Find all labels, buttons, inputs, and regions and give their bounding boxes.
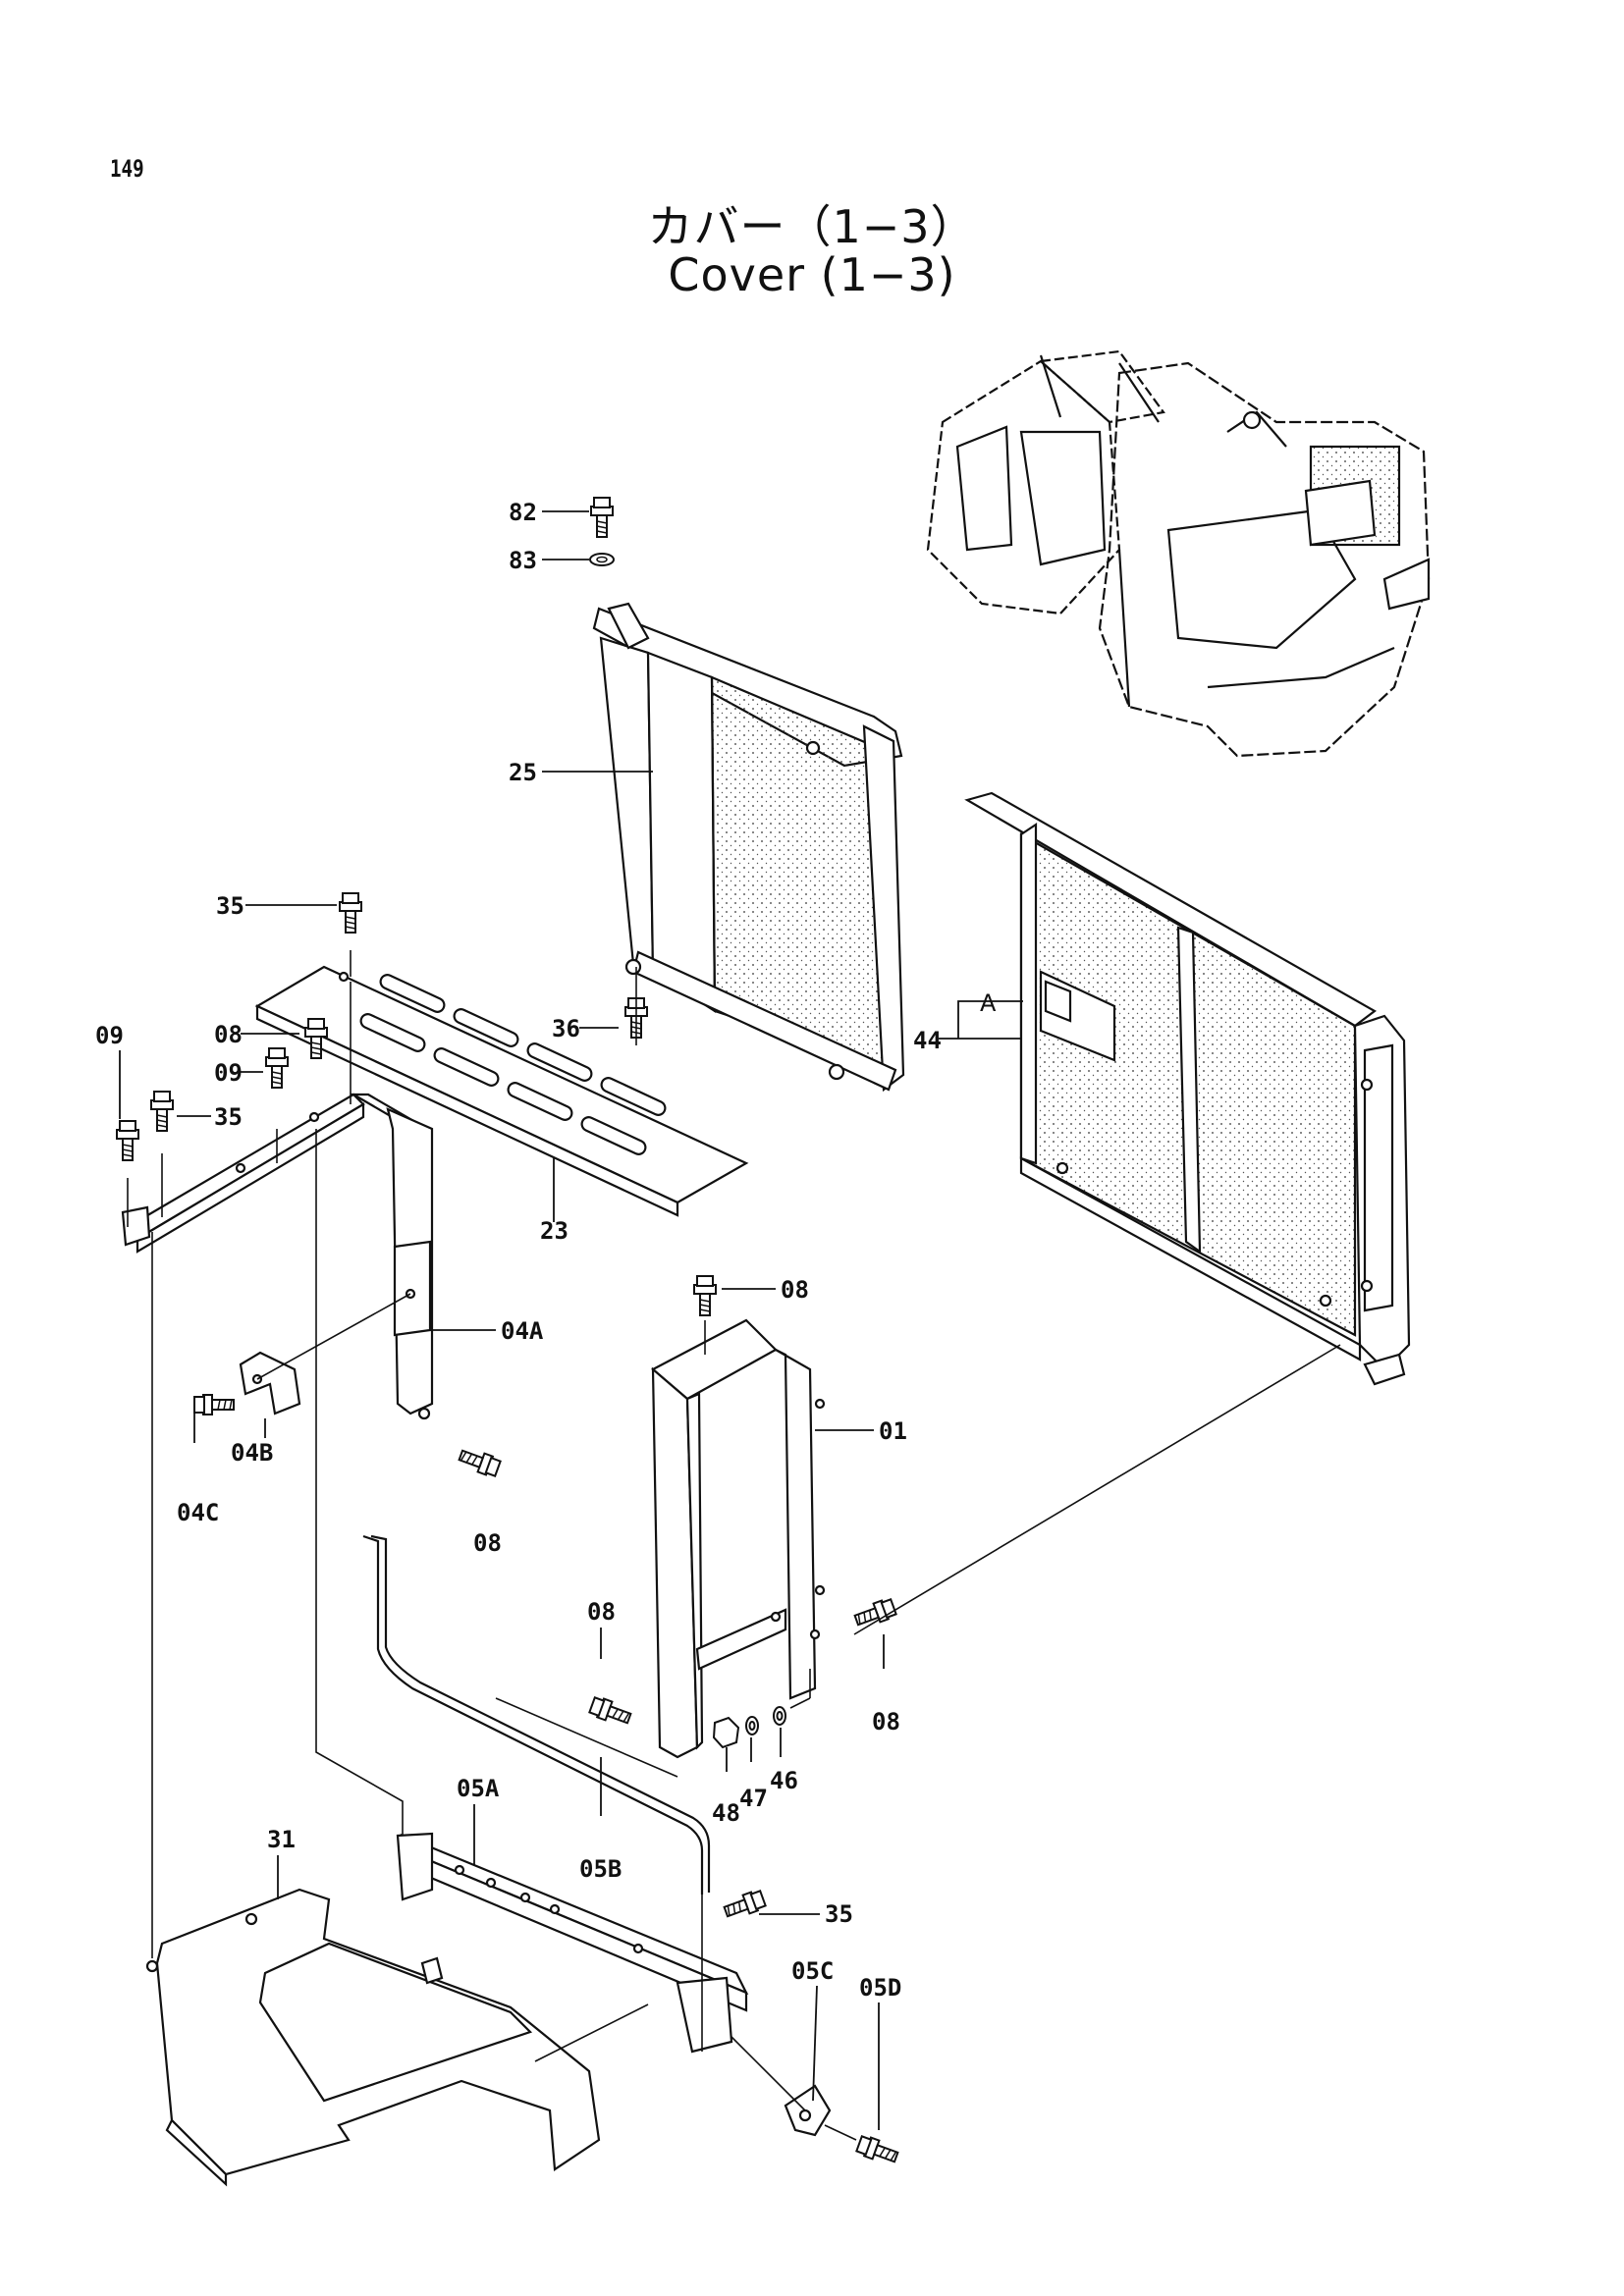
callout-04a: 04A	[501, 1317, 544, 1345]
callout-35: 35	[214, 1103, 243, 1131]
callout-08: 08	[214, 1021, 243, 1048]
callout-44: 44	[913, 1027, 942, 1054]
part-25-cover-frame	[592, 602, 905, 1093]
callout-08: 08	[587, 1598, 616, 1626]
leader-lines	[119, 510, 1023, 2130]
callout-labels: 82 83 25 35 36 A 44 09 08 09 35 23 08 04…	[95, 499, 997, 2002]
page-number: 149	[110, 155, 144, 183]
callout-05b: 05B	[579, 1855, 622, 1883]
assembly-lines	[127, 950, 1341, 2141]
callout-05c: 05C	[791, 1957, 834, 1985]
part-05c-bracket	[784, 2084, 832, 2137]
callout-09: 09	[95, 1022, 124, 1049]
callout-08: 08	[473, 1529, 502, 1557]
part-04a-left-bracket	[121, 1093, 434, 1420]
callout-46: 46	[770, 1767, 798, 1794]
callout-01: 01	[879, 1417, 907, 1445]
callout-08: 08	[872, 1708, 900, 1735]
callout-23: 23	[540, 1217, 568, 1245]
part-01-frame	[651, 1318, 826, 1759]
bolts	[116, 497, 901, 2167]
part-44-side-panel	[964, 791, 1411, 1386]
parts-46-47-48-hardware	[712, 1706, 786, 1749]
callout-04c: 04C	[177, 1499, 219, 1526]
part-31-tray	[145, 1888, 601, 2187]
title-english: Cover (1−3)	[668, 248, 956, 301]
callout-08: 08	[781, 1276, 809, 1304]
callout-04b: 04B	[231, 1439, 273, 1467]
part-05b-rod	[362, 1534, 711, 1895]
callout-47: 47	[739, 1785, 768, 1812]
callout-09: 09	[214, 1059, 243, 1087]
callout-83: 83	[509, 547, 537, 574]
callout-31: 31	[267, 1826, 296, 1853]
title-japanese: カバー（1−3）	[647, 200, 977, 253]
callout-36: 36	[552, 1015, 580, 1042]
callout-48: 48	[712, 1799, 740, 1827]
part-05a-crossbar	[396, 1832, 749, 2054]
part-23-slotted-plate	[254, 965, 749, 1217]
part-04b-small-bracket	[239, 1351, 301, 1415]
callout-35: 35	[825, 1900, 853, 1928]
callout-05a: 05A	[457, 1775, 500, 1802]
callout-05d: 05D	[859, 1974, 901, 2002]
callout-a: A	[980, 989, 997, 1017]
callout-25: 25	[509, 759, 537, 786]
machine-overview	[926, 349, 1431, 758]
callout-82: 82	[509, 499, 537, 526]
callout-35: 35	[216, 892, 244, 920]
